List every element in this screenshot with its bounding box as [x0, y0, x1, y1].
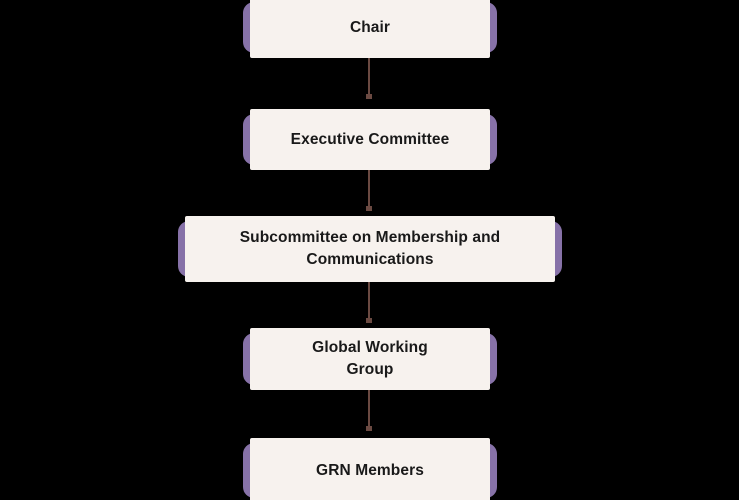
- node-label: Chair: [349, 18, 391, 36]
- arrowhead-icon: [366, 318, 372, 323]
- connector-global-working-group-to-grn-members: [366, 390, 372, 431]
- node-label: GRN Members: [316, 461, 424, 479]
- node-label: Subcommittee on Membership and Communica…: [239, 229, 501, 268]
- arrowhead-icon: [366, 206, 372, 211]
- connector-chair-to-executive-committee: [366, 58, 372, 99]
- connector-subcommittee-to-global-working-group: [366, 282, 372, 323]
- flowchart-node-executive-committee[interactable]: Executive Committee: [243, 109, 497, 170]
- arrowhead-icon: [366, 426, 372, 431]
- node-card: Subcommittee on Membership and Communica…: [185, 216, 555, 282]
- node-card: GRN Members: [250, 438, 490, 500]
- flowchart-node-chair[interactable]: Chair: [243, 0, 497, 58]
- node-card: Chair: [250, 0, 490, 58]
- connector-executive-committee-to-subcommittee: [366, 170, 372, 211]
- node-card: Global Working Group: [250, 328, 490, 390]
- flowchart-node-subcommittee-on-membership-and-communications[interactable]: Subcommittee on Membership and Communica…: [178, 216, 562, 282]
- node-label: Global Working Group: [312, 339, 428, 378]
- node-label: Executive Committee: [290, 130, 450, 148]
- flowchart-node-global-working-group[interactable]: Global Working Group: [243, 328, 497, 390]
- flowchart-node-grn-members[interactable]: GRN Members: [243, 438, 497, 500]
- node-card: Executive Committee: [250, 109, 490, 170]
- arrowhead-icon: [366, 94, 372, 99]
